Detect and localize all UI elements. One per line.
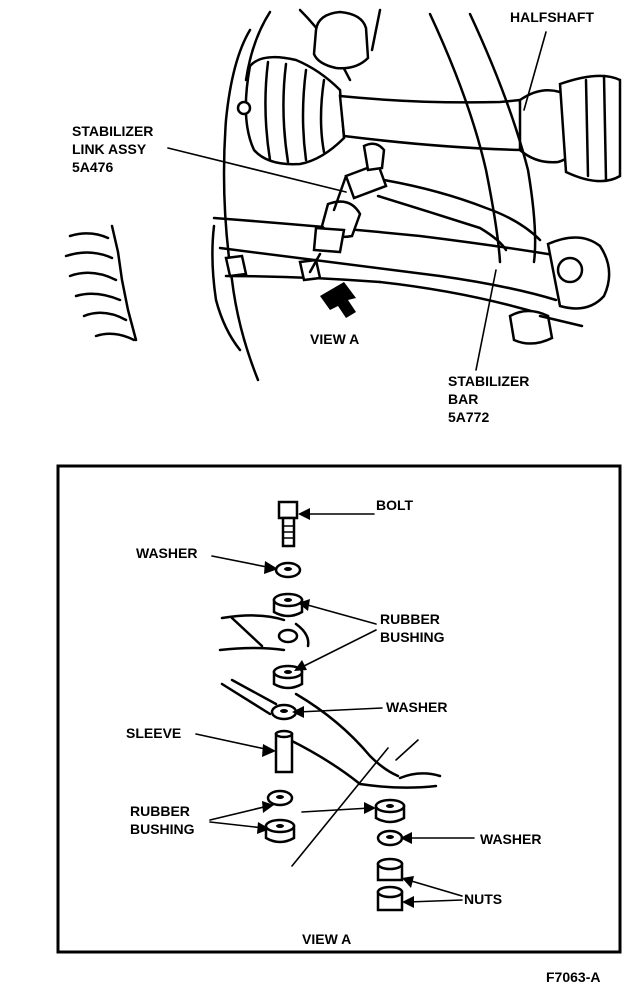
label-rubber-bushing-lower-2: BUSHING [130,821,195,837]
label-rubber-bushing-1: RUBBER [380,611,440,627]
label-washer-low: WASHER [480,831,541,847]
label-nuts: NUTS [464,891,502,907]
label-view-a-title: VIEW A [302,931,351,947]
rubber-bushing-lower-left [264,818,296,844]
label-washer-top: WASHER [136,545,197,561]
label-stabilizer-link-3: 5A476 [72,159,113,175]
label-stabilizer-bar-3: 5A772 [448,409,489,425]
label-rubber-bushing-2: BUSHING [380,629,445,645]
label-stabilizer-bar-2: BAR [448,391,478,407]
label-rubber-bushing-lower-1: RUBBER [130,803,190,819]
exploded-view [218,500,442,912]
label-sleeve: SLEEVE [126,725,181,741]
cv-boot [236,55,346,166]
label-view-a-ref: VIEW A [310,331,359,347]
label-washer-mid: WASHER [386,699,447,715]
lower-control-arm [211,216,611,352]
sleeve [274,729,294,774]
strut-mount [312,8,382,70]
wheel-outline [222,28,260,382]
stabilizer-link-assy [308,142,542,274]
tire-tread [64,224,138,342]
rubber-bushing-lower-right [374,798,406,824]
label-halfshaft: HALFSHAFT [510,9,594,25]
strut-tube [428,12,502,264]
label-bolt: BOLT [376,497,414,513]
label-stabilizer-bar-1: STABILIZER [448,373,529,389]
figure-id: F7063-A [546,969,600,985]
vehicle-suspension-illustration [64,8,622,382]
view-a-arrow [320,282,356,318]
rubber-bushing-mid [272,664,304,690]
bolt [277,500,299,548]
view-a-frame [56,464,622,954]
nuts [376,857,404,912]
callout-arrows [195,508,475,908]
label-stabilizer-link-2: LINK ASSY [72,141,147,157]
rubber-bushing-upper [272,592,304,618]
label-stabilizer-link-1: STABILIZER [72,123,153,139]
